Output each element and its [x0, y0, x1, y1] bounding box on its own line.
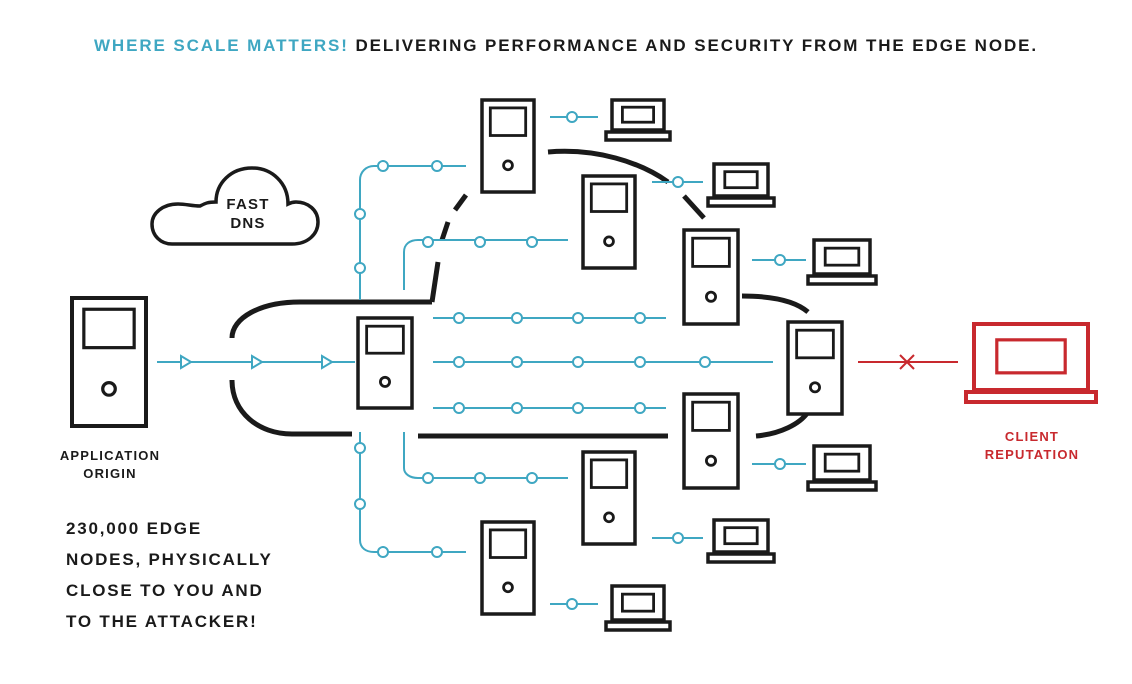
network-node-dot: [566, 111, 578, 123]
network-node-dot: [431, 546, 443, 558]
note-line-1: 230,000 EDGE: [66, 519, 202, 538]
laptop-icon: [806, 238, 878, 286]
network-node-dot: [354, 262, 366, 274]
client-laptop-icon: [964, 322, 1098, 404]
edge-servers: [70, 98, 844, 616]
blocked-link: [858, 354, 958, 370]
laptop-icon: [604, 584, 672, 632]
diagram-title: WHERE SCALE MATTERS! DELIVERING PERFORMA…: [0, 36, 1132, 56]
network-node-dot: [422, 472, 434, 484]
network-node-dot: [511, 356, 523, 368]
network-node-dot: [422, 236, 434, 248]
network-node-dot: [774, 254, 786, 266]
arrow-icon: [321, 354, 334, 370]
network-node-dot: [354, 442, 366, 454]
network-node-dot: [572, 356, 584, 368]
origin-arrows: [180, 354, 334, 370]
client-reputation-line-2: REPUTATION: [984, 447, 1080, 462]
server-icon: [581, 174, 637, 270]
arrow-icon: [251, 354, 264, 370]
network-node-dot: [377, 160, 389, 172]
network-node-dot: [526, 472, 538, 484]
network-node-dot: [453, 356, 465, 368]
origin-server-icon: [70, 296, 148, 428]
fast-dns-label: FAST DNS: [212, 195, 284, 233]
fast-dns-line-1: FAST: [226, 196, 270, 213]
client-reputation-label: CLIENT REPUTATION: [962, 428, 1102, 464]
server-icon: [682, 392, 740, 490]
network-node-dot: [699, 356, 711, 368]
arrow-icon: [180, 354, 193, 370]
network-node-dot: [634, 402, 646, 414]
application-origin-label: APPLICATION ORIGIN: [40, 447, 180, 483]
cloud-icon: [150, 166, 320, 246]
network-node-dot: [511, 402, 523, 414]
laptop-icon: [706, 518, 776, 564]
network-node-dot: [354, 498, 366, 510]
network-node-dot: [453, 312, 465, 324]
note-line-2: NODES, PHYSICALLY: [66, 550, 273, 569]
client-laptops: [604, 98, 1098, 632]
note-line-3: CLOSE TO YOU AND: [66, 581, 264, 600]
network-node-dot: [526, 236, 538, 248]
server-icon: [480, 520, 536, 616]
network-node-dot: [634, 312, 646, 324]
network-node-dot: [377, 546, 389, 558]
laptop-icon: [806, 444, 878, 492]
network-node-dot: [511, 312, 523, 324]
network-node-dot: [572, 402, 584, 414]
laptop-icon: [604, 98, 672, 142]
network-node-dot: [634, 356, 646, 368]
network-node-dot: [672, 532, 684, 544]
network-node-dot: [474, 236, 486, 248]
network-node-dot: [431, 160, 443, 172]
title-rest: DELIVERING PERFORMANCE AND SECURITY FROM…: [348, 36, 1039, 55]
application-origin-line-2: ORIGIN: [83, 466, 137, 481]
application-origin-line-1: APPLICATION: [59, 448, 161, 463]
client-reputation-line-1: CLIENT: [1004, 429, 1060, 444]
server-icon: [682, 228, 740, 326]
network-node-dots: [354, 111, 786, 610]
server-icon: [581, 450, 637, 546]
network-node-dot: [672, 176, 684, 188]
title-highlight: WHERE SCALE MATTERS!: [93, 36, 349, 55]
network-node-dot: [354, 208, 366, 220]
server-icon: [480, 98, 536, 194]
network-node-dot: [474, 472, 486, 484]
server-icon: [786, 320, 844, 416]
fast-dns-line-2: DNS: [230, 215, 266, 232]
laptop-icon: [706, 162, 776, 208]
central-edge-server-icon: [356, 316, 414, 410]
network-node-dot: [566, 598, 578, 610]
network-node-dot: [572, 312, 584, 324]
note-line-4: TO THE ATTACKER!: [66, 612, 258, 631]
edge-cloud-outline: [229, 148, 811, 439]
network-node-dot: [453, 402, 465, 414]
edge-nodes-note: 230,000 EDGE NODES, PHYSICALLY CLOSE TO …: [66, 513, 273, 637]
network-node-dot: [774, 458, 786, 470]
